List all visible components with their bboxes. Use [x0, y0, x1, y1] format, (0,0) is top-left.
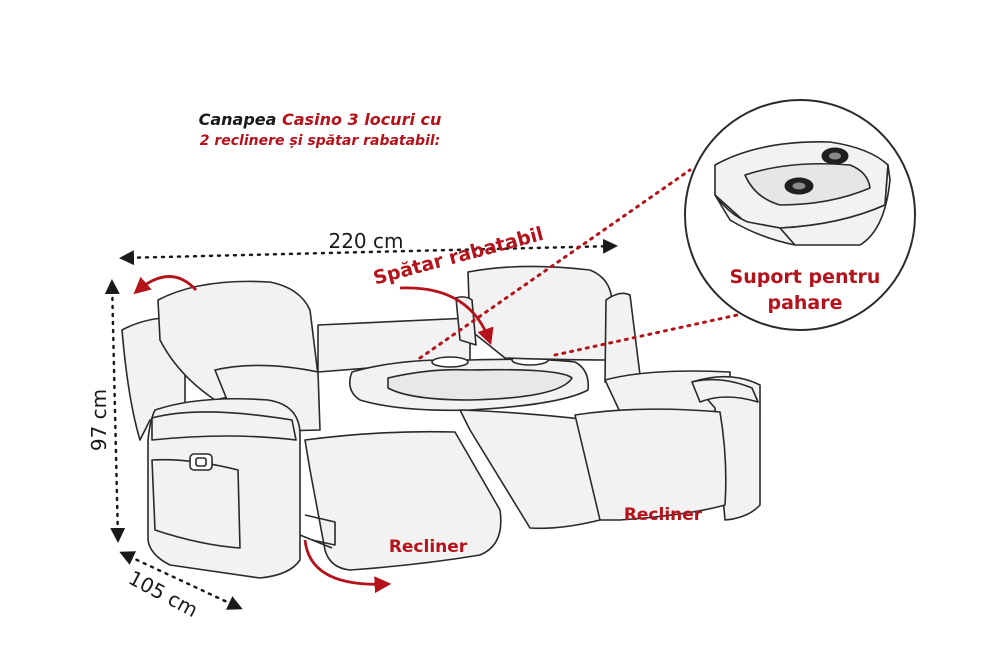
product-title-name: Casino 3 locuri cu	[282, 110, 442, 129]
height-dimension-line	[104, 279, 126, 543]
height-label: 97 cm	[87, 389, 111, 451]
motion-arrows	[133, 275, 494, 594]
recliner-left-label: Recliner	[389, 537, 468, 557]
depth-label: 105 cm	[125, 566, 203, 622]
depth-dimension-line	[119, 551, 243, 610]
cupholder-inset	[684, 99, 916, 331]
cupholder-label-line1: Suport pentru	[730, 266, 881, 288]
backrest-fold-arrow	[399, 286, 494, 346]
dimension-lines	[104, 238, 618, 610]
cupholder-callout-lines	[418, 168, 762, 360]
width-dimension-line	[119, 238, 618, 266]
product-title-line2: 2 reclinere și spătar rabatabil:	[199, 133, 441, 149]
product-title-line1: Canapea Casino 3 locuri cu	[150, 110, 490, 130]
footrest-extend-arrow	[303, 539, 392, 594]
width-label: 220 cm	[328, 229, 403, 253]
left-backrest-recline-arrow	[133, 275, 198, 295]
product-title-prefix: Canapea	[198, 110, 283, 129]
cupholder-label-line2: pahare	[767, 292, 842, 314]
recliner-right-label: Recliner	[624, 505, 703, 525]
sofa-outline	[121, 265, 761, 579]
